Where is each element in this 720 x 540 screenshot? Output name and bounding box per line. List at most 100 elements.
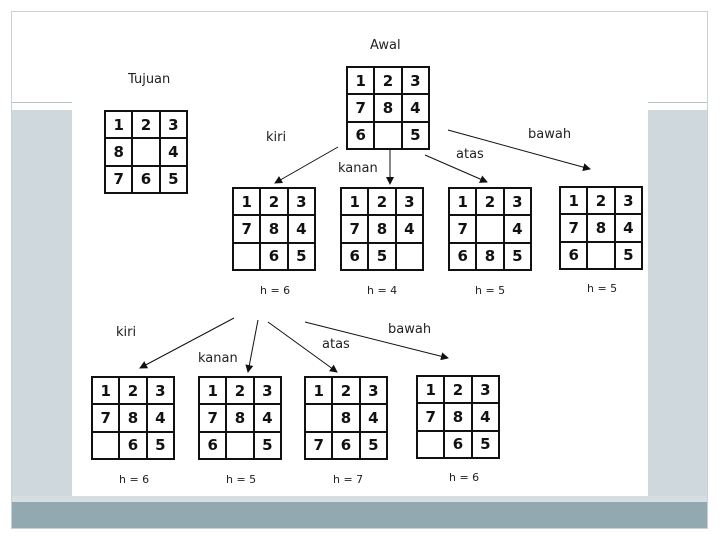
tile: 2: [587, 187, 615, 215]
tile: 3: [614, 187, 642, 215]
blank-tile: [417, 430, 445, 458]
tile: 8: [476, 242, 504, 270]
blank-tile: [476, 215, 504, 243]
tile: 1: [92, 377, 120, 405]
tile: 8: [226, 404, 254, 432]
tile: 8: [105, 138, 133, 166]
tile: 2: [476, 188, 504, 216]
move-label-l2-bawah: bawah: [388, 322, 432, 337]
tile: 8: [260, 215, 288, 243]
tile: 7: [341, 215, 369, 243]
tile: 2: [444, 376, 472, 404]
tile: 2: [132, 111, 160, 139]
arrow-l1-atas: [424, 154, 488, 183]
tile: 8: [332, 404, 360, 432]
tile: 7: [560, 214, 588, 242]
h-value-l1-kanan: h = 4: [367, 284, 398, 297]
blank-tile: [132, 138, 160, 166]
tile: 7: [199, 404, 227, 432]
tile: 5: [287, 242, 315, 270]
tile: 1: [560, 187, 588, 215]
tile: 2: [119, 377, 147, 405]
tile: 2: [332, 377, 360, 405]
tile: 2: [260, 188, 288, 216]
tile: 8: [587, 214, 615, 242]
arrow-l1-kiri: [274, 146, 339, 184]
move-label-l2-kiri: kiri: [116, 325, 137, 340]
move-label-l1-atas: atas: [456, 147, 484, 162]
tile: 1: [347, 67, 375, 95]
tile: 6: [449, 242, 477, 270]
tile: 4: [159, 138, 187, 166]
tile: 7: [347, 94, 375, 122]
tile: 4: [287, 215, 315, 243]
tile: 6: [132, 165, 160, 193]
tile: 8: [374, 94, 402, 122]
tile: 6: [560, 241, 588, 269]
tile: 1: [105, 111, 133, 139]
move-label-l1-bawah: bawah: [528, 127, 572, 142]
tile: 1: [417, 376, 445, 404]
tile: 7: [105, 165, 133, 193]
tile: 5: [359, 431, 387, 459]
tile: 1: [305, 377, 333, 405]
tile: 3: [471, 376, 499, 404]
tile: 1: [233, 188, 261, 216]
tile: 4: [395, 215, 423, 243]
tile: 4: [614, 214, 642, 242]
bottom-strip: [12, 496, 707, 502]
tile: 5: [401, 121, 429, 149]
h-value-l2-kiri: h = 6: [119, 473, 150, 486]
tile: 2: [226, 377, 254, 405]
tile: 7: [417, 403, 445, 431]
tile: 4: [471, 403, 499, 431]
move-label-l1-kiri: kiri: [266, 130, 287, 145]
tile: 1: [341, 188, 369, 216]
tile: 7: [92, 404, 120, 432]
h-value-l2-atas: h = 7: [333, 473, 364, 486]
tile: 6: [119, 431, 147, 459]
tile: 4: [146, 404, 174, 432]
tile: 6: [341, 242, 369, 270]
tile: 4: [401, 94, 429, 122]
tile: 3: [503, 188, 531, 216]
h-value-l1-kiri: h = 6: [260, 284, 291, 297]
tile: 3: [253, 377, 281, 405]
tile: 3: [395, 188, 423, 216]
tile: 7: [233, 215, 261, 243]
move-label-l2-atas: atas: [322, 337, 350, 352]
blank-tile: [374, 121, 402, 149]
tile: 5: [503, 242, 531, 270]
h-value-l1-atas: h = 5: [475, 284, 506, 297]
blank-tile: [305, 404, 333, 432]
tile: 3: [146, 377, 174, 405]
tile: 5: [471, 430, 499, 458]
arrow-l2-kanan: [245, 319, 259, 373]
h-value-l2-bawah: h = 6: [449, 471, 480, 484]
blank-tile: [226, 431, 254, 459]
tile: 3: [159, 111, 187, 139]
tile: 3: [287, 188, 315, 216]
tile: 6: [332, 431, 360, 459]
tile: 8: [444, 403, 472, 431]
tile: 3: [359, 377, 387, 405]
tile: 5: [146, 431, 174, 459]
tile: 1: [449, 188, 477, 216]
left-side-panel: [12, 110, 72, 496]
tile: 4: [503, 215, 531, 243]
tile: 2: [368, 188, 396, 216]
tile: 6: [444, 430, 472, 458]
tile: 4: [253, 404, 281, 432]
h-value-l1-bawah: h = 5: [587, 282, 618, 295]
arrow-l2-atas: [267, 321, 338, 373]
root-label: Awal: [370, 38, 401, 53]
tile: 4: [359, 404, 387, 432]
